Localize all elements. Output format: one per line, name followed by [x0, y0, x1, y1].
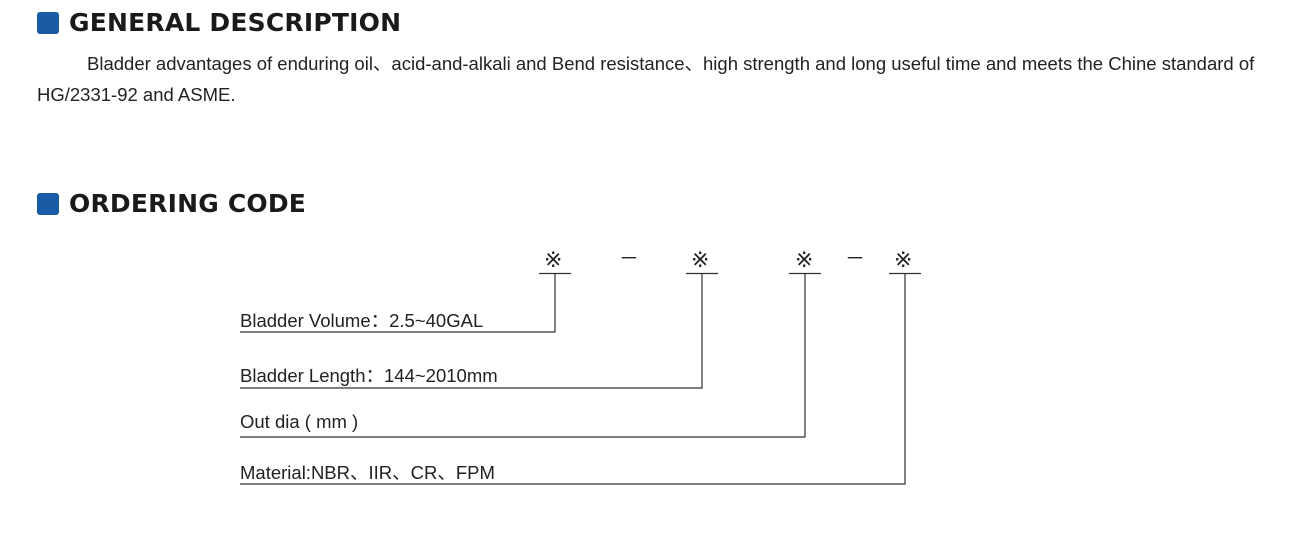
- section-title: GENERAL DESCRIPTION: [69, 8, 402, 37]
- code-symbol-4: ※: [894, 247, 913, 272]
- section-marker-icon: [37, 11, 59, 34]
- code-separator-2: －: [845, 248, 865, 270]
- leader-line-outdia: [240, 273, 806, 438]
- label-bladder-volume: Bladder Volume：2.5~40GAL: [240, 310, 484, 331]
- label-out-dia: Out dia ( mm ): [240, 411, 359, 432]
- label-bladder-length: Bladder Length：144~2010mm: [240, 365, 498, 386]
- code-symbol-3: ※: [795, 247, 814, 272]
- leader-line-length: [240, 273, 703, 389]
- section-marker-icon: [37, 192, 59, 215]
- leader-line-volume: [240, 273, 556, 333]
- section-title: ORDERING CODE: [69, 189, 307, 218]
- general-description-text: Bladder advantages of enduring oil、acid-…: [37, 48, 1267, 110]
- code-separator-1: －: [619, 248, 639, 270]
- label-material: Material:NBR、IIR、CR、FPM: [240, 462, 495, 483]
- general-description-heading: GENERAL DESCRIPTION: [37, 8, 401, 37]
- leader-line-material: [240, 273, 906, 485]
- ordering-code-heading: ORDERING CODE: [37, 189, 306, 218]
- description-paragraph: Bladder advantages of enduring oil、acid-…: [37, 53, 1255, 105]
- code-symbol-1: ※: [544, 247, 563, 272]
- code-symbol-2: ※: [691, 247, 710, 272]
